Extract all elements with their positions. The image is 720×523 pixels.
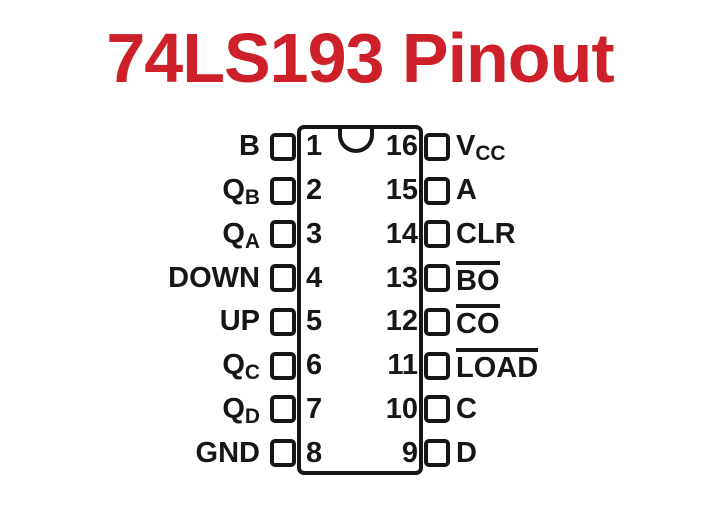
pin-label-text: D <box>456 436 477 469</box>
pin-box <box>270 307 296 336</box>
pin-number: 15 <box>385 174 418 207</box>
pin-number: 1 <box>306 130 323 163</box>
pin-box <box>424 307 450 336</box>
pin-number: 7 <box>306 392 323 425</box>
pin-number: 16 <box>385 130 418 163</box>
pin-label-text: LOAD <box>456 348 539 383</box>
pin-box <box>424 220 450 249</box>
pin-row: B 1 <box>100 125 456 169</box>
pin-row: UP 5 <box>100 300 456 344</box>
pin-box <box>270 176 296 205</box>
pin-box <box>424 395 450 424</box>
chip-notch-icon <box>338 129 374 153</box>
pin-label: B <box>100 132 268 161</box>
pin-row: GND 8 <box>100 431 456 475</box>
pin-label-subscript: D <box>244 404 260 428</box>
right-pin-column: 16 VCC 15 A 14 CLR 13 BO 12 CO 11 LOAD <box>360 125 660 475</box>
page-title: 74LS193 Pinout <box>106 19 614 97</box>
pin-row: QB 2 <box>100 169 456 213</box>
pin-number: 8 <box>306 436 323 469</box>
pin-label: GND <box>100 436 268 469</box>
pin-box <box>270 351 296 380</box>
pin-label: D <box>456 436 656 469</box>
pin-row: QC 6 <box>100 344 456 388</box>
pin-number: 5 <box>306 305 323 338</box>
pin-box <box>424 176 450 205</box>
pin-label-text: UP <box>219 305 260 338</box>
pin-label-text: A <box>456 174 477 207</box>
pin-box <box>424 132 450 161</box>
pin-label-text: B <box>239 130 260 163</box>
pin-label-text: CO <box>456 304 500 339</box>
pin-number: 2 <box>306 174 323 207</box>
pin-label: LOAD <box>456 348 656 383</box>
pin-label-text: Q <box>222 217 245 250</box>
pin-row: 14 CLR <box>360 213 660 257</box>
pin-label-text: Q <box>222 349 245 382</box>
pin-number: 9 <box>401 436 418 469</box>
pin-box <box>270 132 296 161</box>
pin-label-text: CLR <box>456 217 516 250</box>
pin-label: QD <box>100 392 268 426</box>
pin-number: 6 <box>306 349 323 382</box>
pin-label-text: BO <box>456 260 500 296</box>
pin-row: 16 VCC <box>360 125 660 169</box>
pin-row: QD 7 <box>100 388 456 432</box>
pin-number: 4 <box>306 261 323 294</box>
pin-label-text: Q <box>222 392 245 425</box>
pin-label-subscript: C <box>244 361 260 385</box>
pin-row: 13 BO <box>360 256 660 300</box>
pin-number: 12 <box>385 305 418 338</box>
pin-label: CLR <box>456 217 656 250</box>
pin-label-text: Q <box>222 174 245 207</box>
pin-box <box>424 351 450 380</box>
pin-number: 3 <box>306 217 323 250</box>
pin-label: VCC <box>456 130 656 164</box>
pin-label: C <box>456 392 656 425</box>
pin-row: 15 A <box>360 169 660 213</box>
pin-row: 10 C <box>360 388 660 432</box>
pin-row: 9 D <box>360 431 660 475</box>
pin-number: 13 <box>385 261 418 294</box>
left-pin-column: B 1 QB 2 QA 3 DOWN 4 UP 5 QC 6 <box>100 125 456 475</box>
pin-row: 12 CO <box>360 300 660 344</box>
pin-box <box>270 220 296 249</box>
pin-label: DOWN <box>100 261 268 294</box>
pin-row: DOWN 4 <box>100 256 456 300</box>
pin-label: CO <box>456 304 656 339</box>
pin-label: QC <box>100 349 268 383</box>
pin-number: 11 <box>387 349 418 382</box>
pin-box <box>270 264 296 293</box>
pin-label: UP <box>100 307 268 336</box>
pin-label-text: V <box>456 130 476 163</box>
pin-row: QA 3 <box>100 213 456 257</box>
pin-label-subscript: A <box>244 229 260 253</box>
pin-label: QB <box>100 174 268 208</box>
pin-row: 11 LOAD <box>360 344 660 388</box>
pin-box <box>424 439 450 468</box>
pin-box <box>270 439 296 468</box>
pin-box <box>270 395 296 424</box>
pin-number: 10 <box>385 392 418 425</box>
pin-label-text: C <box>456 392 477 425</box>
pin-label-subscript: CC <box>475 142 506 166</box>
pin-label-text: GND <box>195 436 260 469</box>
chip-body <box>297 125 423 475</box>
pin-number: 14 <box>385 217 418 250</box>
pin-label: QA <box>100 217 268 251</box>
pin-box <box>424 264 450 293</box>
pin-label: BO <box>456 260 656 296</box>
pin-label-text: DOWN <box>168 261 260 294</box>
pin-label: A <box>456 176 656 205</box>
pin-label-subscript: B <box>244 186 260 210</box>
